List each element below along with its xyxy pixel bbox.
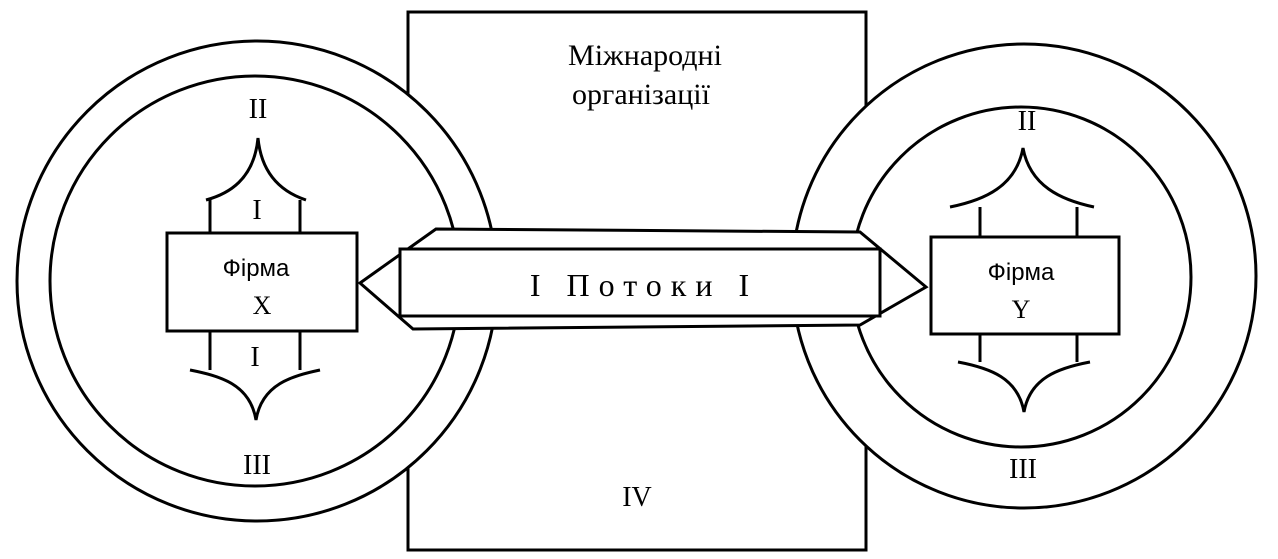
firm-x-label-bottom: III <box>243 450 271 481</box>
firm-x-top-bracket <box>205 137 307 202</box>
firm-x-inner-top: I <box>252 195 261 226</box>
organizations-label-line2: організації <box>572 78 711 111</box>
sector-label-iv: IV <box>622 482 652 513</box>
flow-band <box>398 247 882 318</box>
firm-y-structure <box>929 147 1121 413</box>
firm-y-bottom-bracket <box>957 360 1091 413</box>
firm-x-structure <box>165 137 359 421</box>
firm-y-name: Фірма <box>988 259 1055 286</box>
firm-y-label-top: II <box>1018 106 1037 137</box>
firm-y-top-bracket <box>949 147 1095 209</box>
firm-x-bottom-bracket <box>189 368 321 421</box>
firm-x-inner-bottom: I <box>250 342 259 373</box>
firm-x-name: Фірма <box>223 255 290 282</box>
organizations-label-line1: Міжнародні <box>568 39 722 72</box>
firm-x-label-top: II <box>249 94 268 125</box>
firm-y-label-bottom: III <box>1009 454 1037 485</box>
firm-y-letter: Y <box>1012 295 1031 324</box>
flow-label: І Потоки І <box>530 267 758 303</box>
firm-x-box <box>165 231 359 333</box>
firm-y-box <box>929 235 1121 336</box>
firm-x-letter: X <box>253 291 272 320</box>
